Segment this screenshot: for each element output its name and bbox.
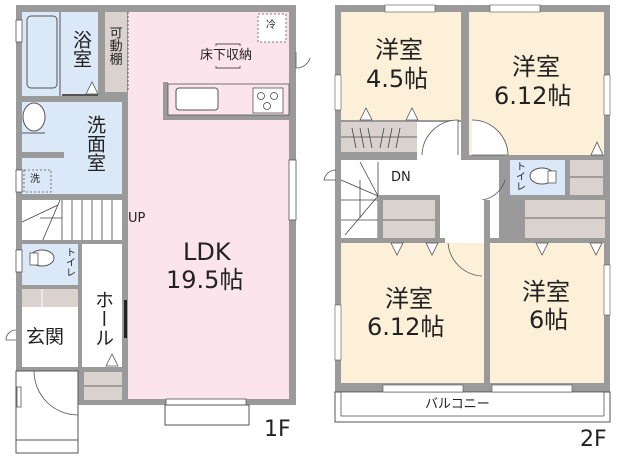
room-6-12-sw-name: 洋室	[385, 285, 433, 313]
room-4-5-size: 4.5帖	[366, 65, 429, 93]
underfloor-storage-label: 床下収納	[200, 48, 253, 63]
floor1-plan	[5, 5, 311, 454]
bath-label: 浴室	[69, 30, 92, 68]
ldk-room	[128, 12, 289, 399]
toilet-1f-label: トイレ	[63, 247, 75, 277]
stairs-down-label: DN	[391, 170, 411, 185]
movable-shelf-label: 可動棚	[106, 26, 122, 65]
balcony-label: バルコニー	[425, 397, 490, 412]
room-6-12-ne-name: 洋室	[512, 53, 560, 81]
room-4-5	[341, 12, 461, 120]
fridge-label: 冷	[266, 20, 276, 31]
room-6-12-sw	[341, 243, 484, 383]
floor1-label: 1F	[264, 417, 291, 442]
room-4-5-name: 洋室	[375, 36, 423, 64]
washer-space	[23, 169, 52, 193]
floor2-plan	[323, 4, 611, 423]
entrance-label: 玄関	[26, 326, 65, 348]
entrance	[22, 307, 78, 367]
room-6	[490, 243, 604, 383]
room-6-name: 洋室	[522, 278, 570, 306]
washer-label: 洗	[30, 174, 40, 185]
toilet-2f-label: トイレ	[513, 161, 525, 191]
hall-1f	[82, 244, 122, 367]
ldk-size: 19.5帖	[166, 266, 244, 294]
floor2-label: 2F	[580, 427, 607, 452]
stairs-up-label: UP	[128, 211, 146, 226]
hall-label: ホール	[91, 290, 114, 347]
ldk-name: LDK	[183, 238, 231, 266]
room-6-size: 6帖	[529, 306, 569, 334]
movable-shelf	[105, 12, 127, 92]
washroom-label: 洗面室	[83, 115, 106, 172]
fridge-space	[257, 13, 287, 43]
room-6-12-sw-size: 6.12帖	[367, 313, 445, 341]
room-6-12-ne-size: 6.12帖	[494, 82, 572, 110]
